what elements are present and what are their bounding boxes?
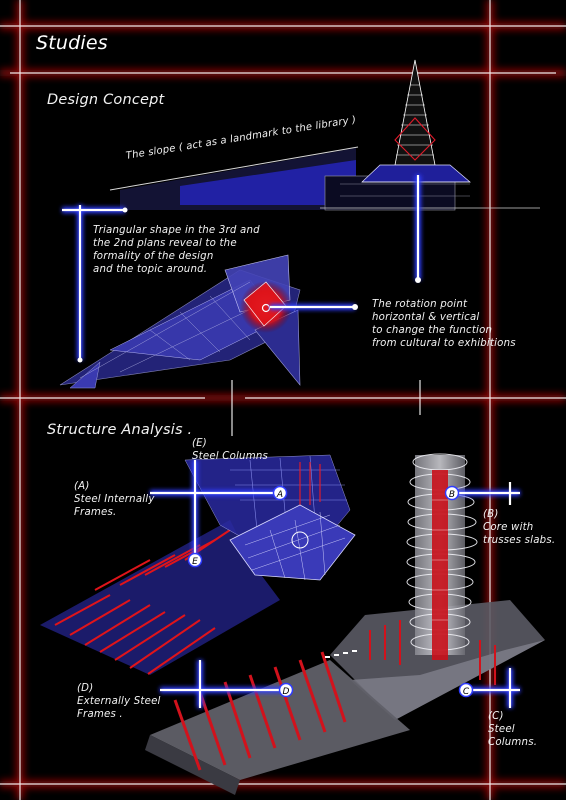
upper-steel-columns bbox=[299, 462, 321, 508]
label-a-internal-frames: (A) Steel Internally Frames. bbox=[74, 481, 155, 518]
label-e-steel-columns: (E) Steel Columns bbox=[192, 438, 268, 462]
tower-model bbox=[145, 453, 545, 795]
plan-drawing bbox=[59, 254, 301, 389]
svg-text:A: A bbox=[276, 490, 283, 500]
callout-endpoints bbox=[77, 207, 421, 363]
marker-a: A bbox=[272, 485, 288, 501]
structure-analysis-title: Structure Analysis . bbox=[47, 422, 193, 438]
triangle-note: Triangular shape in the 3rd and the 2nd … bbox=[93, 225, 260, 275]
elevation-drawing bbox=[109, 59, 540, 211]
structure-roof-model bbox=[40, 454, 356, 675]
tower-core bbox=[432, 470, 448, 660]
label-c-steel-columns: (C) Steel Columns. bbox=[488, 711, 538, 748]
marker-d: D bbox=[278, 682, 294, 698]
page-heading: Studies bbox=[36, 32, 108, 54]
rotation-note: The rotation point horizontal & vertical… bbox=[372, 299, 516, 349]
svg-text:D: D bbox=[283, 687, 290, 697]
label-b-core: (B) Core with trusses slabs. bbox=[483, 509, 556, 546]
marker-e: E bbox=[187, 552, 203, 568]
callout-lines bbox=[62, 175, 520, 708]
label-d-external-frames: (D) Externally Steel Frames . bbox=[77, 683, 161, 720]
marker-c: C bbox=[458, 682, 474, 698]
svg-text:C: C bbox=[463, 687, 470, 697]
svg-text:B: B bbox=[449, 490, 455, 500]
svg-text:E: E bbox=[192, 557, 198, 567]
design-concept-title: Design Concept bbox=[47, 92, 165, 108]
roof-steel-frames bbox=[54, 529, 231, 675]
marker-b: B bbox=[444, 485, 460, 501]
